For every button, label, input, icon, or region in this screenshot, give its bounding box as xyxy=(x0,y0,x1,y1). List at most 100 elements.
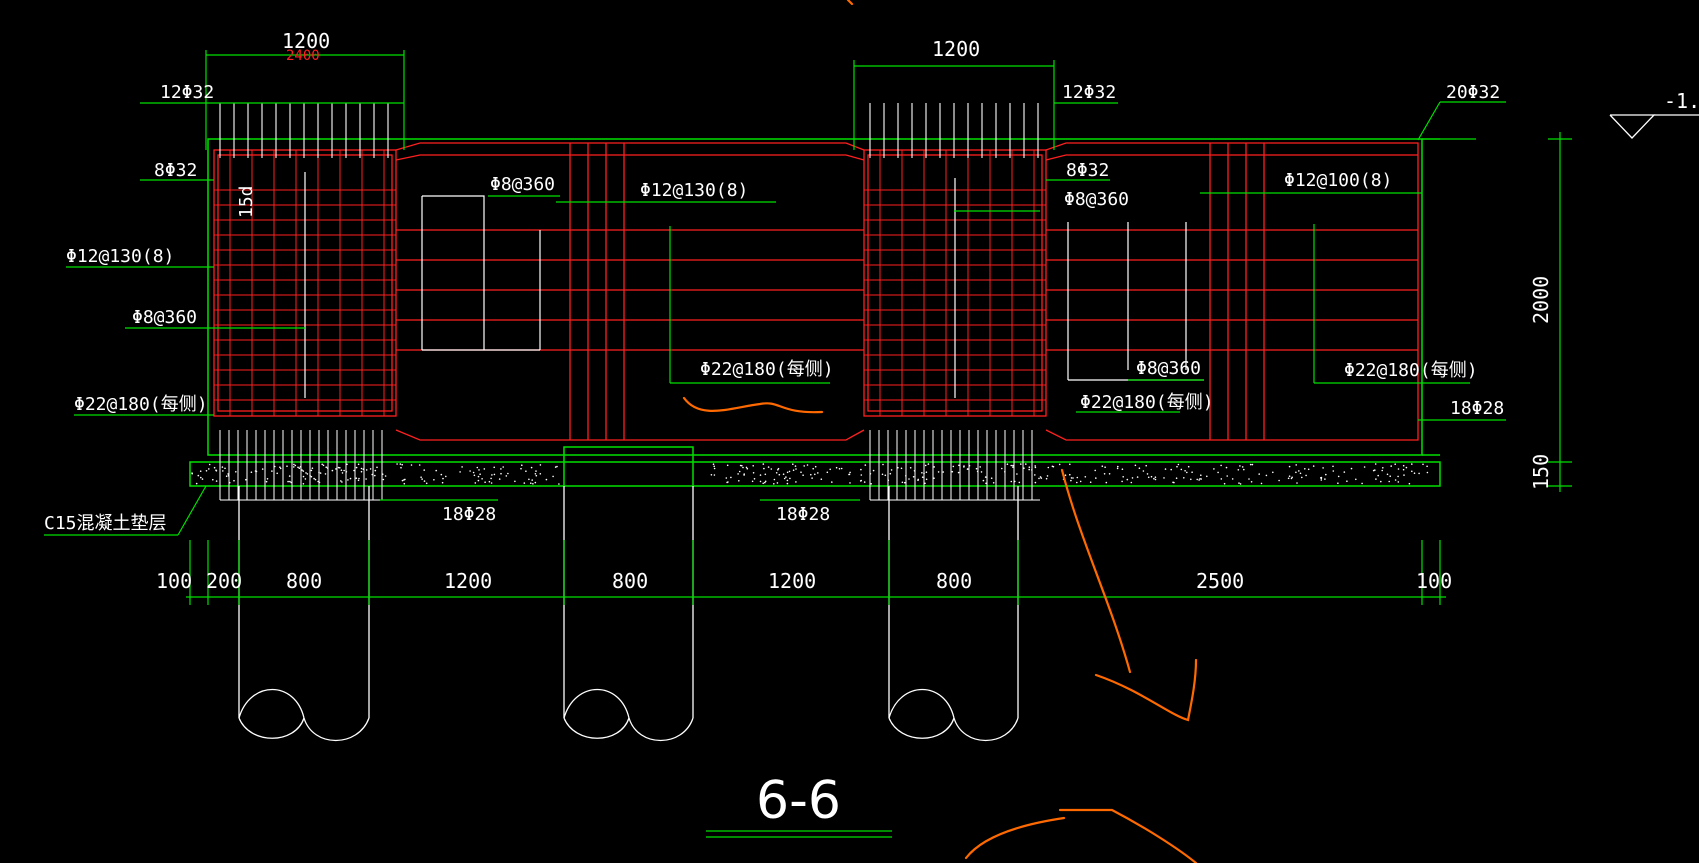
top-dim-right: 1200 xyxy=(932,37,980,61)
bottom-dim-5: 1200 xyxy=(768,569,816,593)
cushion-dot xyxy=(1034,481,1037,484)
span1-tie-label: Φ8@360 xyxy=(490,174,555,195)
cushion-dot xyxy=(908,478,910,480)
cushion-dot xyxy=(355,466,358,469)
cushion-dot xyxy=(1248,478,1250,480)
cushion-dot xyxy=(762,482,764,485)
cushion-dot xyxy=(369,468,372,470)
cushion-dot xyxy=(980,471,983,473)
cushion-dot xyxy=(1069,473,1071,476)
cushion-dot xyxy=(1200,474,1202,477)
cushion-dot xyxy=(1076,481,1078,484)
cushion-dot xyxy=(1237,469,1240,471)
cushion-dot xyxy=(478,469,480,471)
cushion-dot xyxy=(287,480,289,483)
cushion-dot xyxy=(535,470,537,472)
cushion-dot xyxy=(794,465,797,467)
cushion-dot xyxy=(1265,474,1268,477)
cushion-dot xyxy=(554,466,557,468)
cushion-dot xyxy=(1374,463,1377,465)
cushion-dot xyxy=(1018,481,1021,484)
cushion-dot xyxy=(360,470,363,473)
cushion-dot xyxy=(814,465,817,468)
cushion-dot xyxy=(441,481,444,484)
cushion-dot xyxy=(479,473,481,476)
end-stirrup-label: Φ12@100(8) xyxy=(1284,170,1392,191)
cushion-dot xyxy=(500,468,502,470)
cushion-dot xyxy=(491,474,493,476)
cushion-dot xyxy=(1095,477,1097,479)
cushion-dot xyxy=(1343,471,1346,473)
cushion-dot xyxy=(1324,478,1326,480)
cushion-dot xyxy=(1121,480,1123,483)
cushion-dot xyxy=(860,468,862,471)
cushion-dot xyxy=(469,470,471,472)
cushion-dot xyxy=(404,478,406,481)
cushion-dot xyxy=(461,466,463,468)
cushion-dot xyxy=(1047,466,1050,469)
cushion-dot xyxy=(1397,468,1400,470)
cushion-dot xyxy=(889,472,892,475)
cushion-dot xyxy=(365,478,367,480)
cushion-dot xyxy=(340,480,342,482)
cushion-dot xyxy=(279,466,281,469)
cushion-dot xyxy=(289,480,291,483)
cushion-dot xyxy=(440,473,443,476)
cushion-dot xyxy=(1103,473,1106,475)
cushion-dot xyxy=(924,482,926,485)
cushion-dot xyxy=(759,474,762,476)
cushion-dot xyxy=(552,475,554,478)
cushion-dot xyxy=(1094,469,1096,472)
cushion-dot xyxy=(738,470,741,473)
cushion-dot xyxy=(1241,466,1244,468)
cushion-dot xyxy=(1101,465,1104,468)
cushion-dot xyxy=(957,471,960,474)
cushion-dot xyxy=(1220,478,1223,480)
cushion-dot xyxy=(205,470,208,472)
cushion-dot xyxy=(1320,477,1323,480)
cushion-label: C15混凝土垫层 xyxy=(44,513,167,534)
cushion-dot xyxy=(1070,479,1072,482)
cushion-dot xyxy=(1295,464,1297,466)
cushion-dot xyxy=(901,481,904,484)
cushion-dot xyxy=(498,478,501,480)
cushion-dot xyxy=(1298,470,1300,472)
cushion-dot xyxy=(314,478,317,481)
cushion-dot xyxy=(712,463,715,466)
cushion-dot xyxy=(921,476,924,479)
cushion-dot xyxy=(1134,464,1137,467)
cushion-dot xyxy=(912,476,915,478)
cushion-dot xyxy=(1301,476,1303,479)
cushion-dot xyxy=(738,480,740,482)
cushion-dot xyxy=(1361,482,1363,485)
elevation-label: -1.0 xyxy=(1664,89,1699,113)
bottom-dim-4: 800 xyxy=(612,569,648,593)
cushion-dot xyxy=(1243,468,1245,471)
leader-lines xyxy=(44,50,1572,838)
cushion-dot xyxy=(1131,477,1134,479)
cushion-dot xyxy=(1034,465,1036,467)
cushion-dot xyxy=(713,465,715,468)
cushion-dot xyxy=(1380,480,1382,483)
cushion-dot xyxy=(1028,468,1030,471)
cushion-dot xyxy=(1332,465,1334,468)
cushion-dot xyxy=(730,476,732,479)
cushion-dot xyxy=(795,468,797,470)
cushion-dot xyxy=(484,481,486,484)
cushion-dot xyxy=(763,467,765,470)
cushion-dot xyxy=(1138,467,1141,470)
cushion-dot xyxy=(1150,475,1153,478)
cushion-dot xyxy=(474,482,477,484)
cushion-dot xyxy=(773,478,776,481)
cushion-dot xyxy=(410,464,413,466)
cushion-dot xyxy=(279,467,282,470)
cushion-dot xyxy=(396,463,398,465)
cushion-dot xyxy=(1422,463,1424,466)
cushion-dot xyxy=(1012,464,1014,467)
cushion-dot xyxy=(365,469,368,471)
cushion-dot xyxy=(737,473,739,475)
cushion-dot xyxy=(1070,477,1073,479)
cushion-dot xyxy=(739,464,742,467)
cushion-dot xyxy=(1239,483,1242,485)
cushion-dot xyxy=(849,471,851,474)
